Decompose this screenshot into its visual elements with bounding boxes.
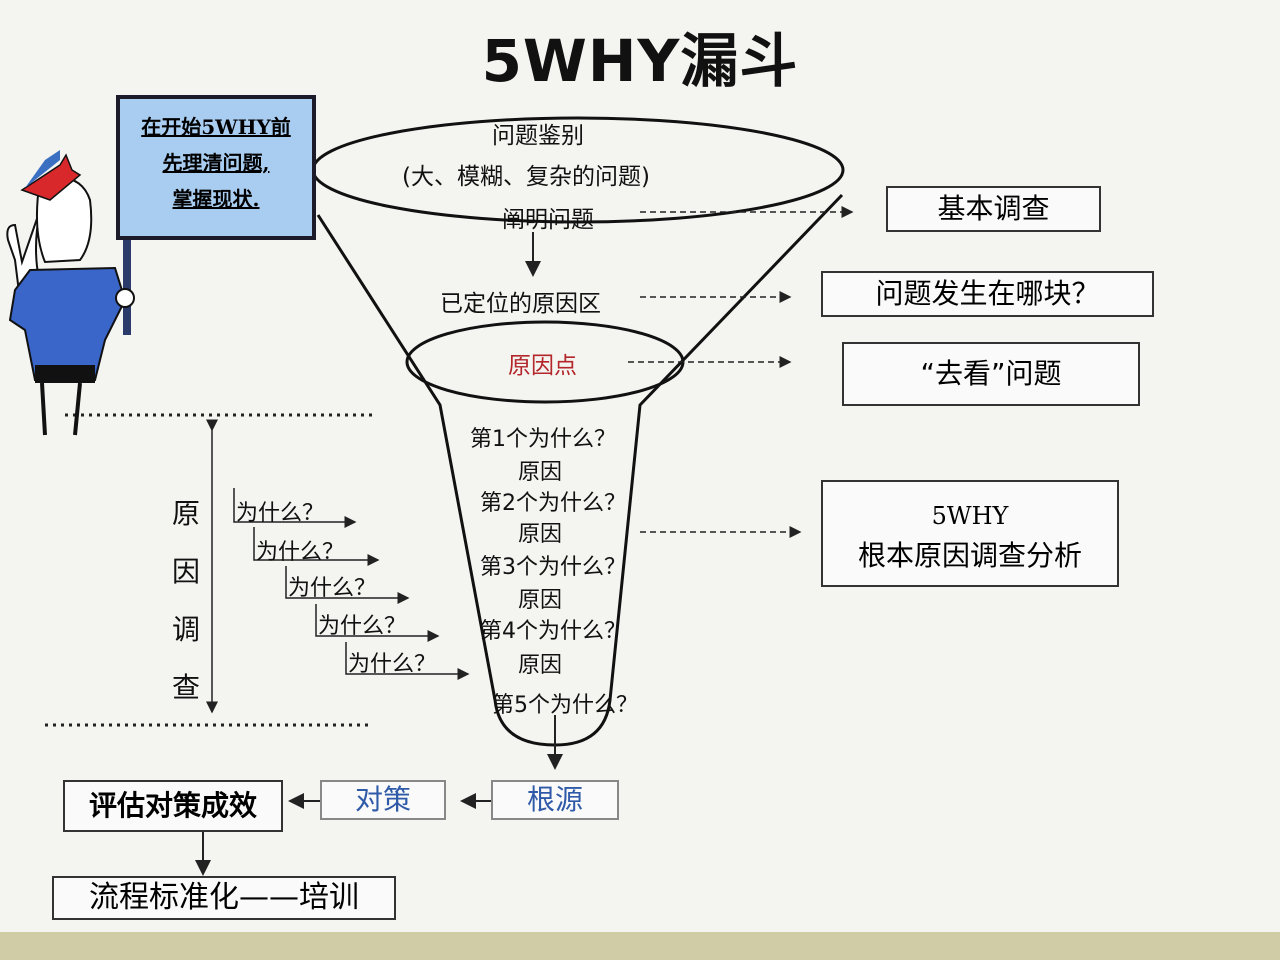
clarify-label: 阐明问题 [502,207,594,233]
sign-line: 先理清问题, [162,151,270,175]
cause-investigation-label: 原 因 调 查 [172,485,200,717]
why-1: 第1个为什么？ [470,427,616,452]
problem-location-box: 问题发生在哪块？ [821,271,1154,317]
basic-investigation-box: 基本调查 [886,186,1101,232]
countermeasure-box: 对策 [320,780,446,820]
cause-4: 原因 [518,653,563,678]
why-4: 第4个为什么？ [480,619,626,644]
why-step: 为什么？ [348,652,437,677]
vertical-char: 调 [172,613,201,646]
vertical-char: 因 [172,555,201,588]
root-cause-analysis-box: 5WHY 根本原因调查分析 [821,480,1119,587]
sign-line: 掌握现状. [172,187,260,211]
guard-illustration [6,150,135,436]
why-step: 为什么？ [318,614,407,639]
sign-line: 在开始5WHY前 [141,115,291,139]
identify-label: 问题鉴别 [492,123,584,149]
instruction-sign: 在开始5WHY前 先理清问题, 掌握现状. [116,95,316,240]
root-source-box: 根源 [491,780,619,820]
cause-point-label: 原因点 [508,353,577,379]
footer-band [0,932,1280,960]
why-step: 为什么？ [236,501,325,526]
cause-3: 原因 [518,588,563,613]
why-5: 第5个为什么？ [492,693,638,718]
vertical-char: 原 [172,497,201,530]
why-3: 第3个为什么？ [480,555,626,580]
evaluate-box: 评估对策成效 [63,780,283,832]
located-area-label: 已定位的原因区 [440,291,601,317]
cause-1: 原因 [518,460,563,485]
why-step: 为什么？ [288,576,377,601]
why-step: 为什么？ [256,540,345,565]
why-2: 第2个为什么？ [480,491,626,516]
identify-subtitle: (大、模糊、复杂的问题) [402,164,650,190]
vertical-char: 查 [172,671,201,704]
page-title: 5WHY漏斗 [481,27,799,95]
cause-2: 原因 [518,522,563,547]
standardize-box: 流程标准化——培训 [52,876,396,920]
fivewhy-label: 5WHY [931,502,1009,530]
root-analysis-label: 根本原因调查分析 [857,539,1082,572]
go-see-box: “去看”问题 [842,342,1140,406]
